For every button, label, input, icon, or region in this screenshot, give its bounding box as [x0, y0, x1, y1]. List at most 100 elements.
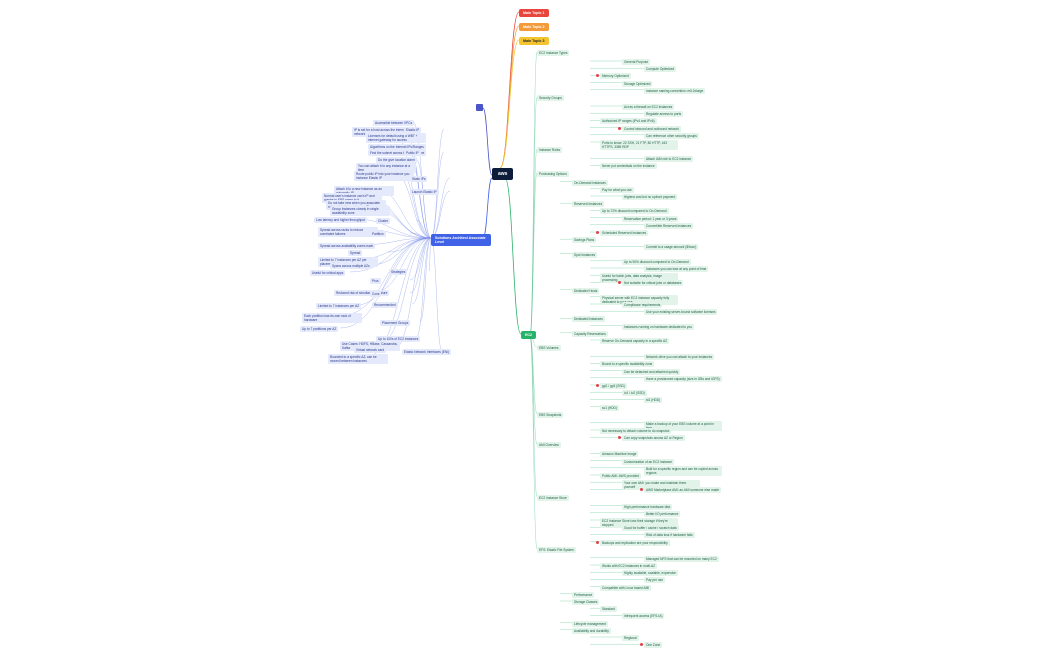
collapsed-topic-square[interactable]: [476, 104, 483, 111]
right-leaf-node[interactable]: One Zone: [644, 642, 663, 649]
left-leaf-node[interactable]: Route public IP into your instance you i…: [354, 171, 414, 181]
right-leaf-node[interactable]: Up to 72% discount compared to On-Demand: [600, 208, 669, 215]
central-node[interactable]: aws: [492, 168, 514, 180]
right-branch-node[interactable]: Savings Plans: [572, 237, 597, 244]
right-leaf-node[interactable]: Control inbound and outbound network: [622, 125, 681, 132]
right-section-node[interactable]: EFS: Elastic File System: [537, 546, 576, 553]
right-leaf-node[interactable]: Not necessary to detach volume to do sna…: [600, 428, 672, 434]
left-leaf-node[interactable]: Spread across availability zones each: [318, 243, 376, 249]
right-leaf-node[interactable]: Can be detached and attached quickly: [622, 368, 681, 375]
right-leaf-node[interactable]: Instances running on hardware dedicated …: [622, 323, 695, 330]
right-branch-node[interactable]: Spot Instances: [572, 251, 598, 258]
right-branch-node[interactable]: Lifecycle management: [572, 620, 608, 627]
right-leaf-node[interactable]: Network drive you can attach to your ins…: [644, 354, 715, 361]
left-leaf-node[interactable]: Algorithms on the Internet IPs/Ranges: [368, 144, 426, 150]
right-section-node[interactable]: EC2 Instance Types: [537, 50, 570, 56]
left-leaf-node[interactable]: Useful for critical apps: [310, 270, 346, 276]
left-leaf-node[interactable]: Each partition has its own rack of hardw…: [302, 313, 362, 323]
right-leaf-node[interactable]: Ports to know: 22 SSH, 21 FTP, 80 HTTP, …: [600, 140, 678, 150]
left-leaf-node[interactable]: Up to 7 partitions per AZ: [300, 326, 339, 332]
left-branch-node[interactable]: Strategies: [389, 269, 408, 275]
right-leaf-node[interactable]: Pay for what you use: [600, 186, 634, 193]
left-leaf-node[interactable]: Low latency and higher throughput: [314, 217, 367, 223]
right-leaf-node[interactable]: Can reference other security groups: [644, 132, 699, 139]
right-branch-node[interactable]: Capacity Reservations: [572, 330, 608, 337]
right-leaf-node[interactable]: Storage Optimized: [622, 80, 653, 87]
right-leaf-node[interactable]: Your own AMI: you make and maintain them…: [622, 480, 700, 491]
right-main-node[interactable]: EC2: [521, 331, 536, 339]
left-leaf-node[interactable]: Use Cases: HDFS, HBase, Cassandra, Kafka: [340, 341, 400, 351]
right-branch-node[interactable]: Performance: [572, 591, 595, 598]
right-leaf-node[interactable]: Pay per use: [644, 577, 666, 584]
right-leaf-node[interactable]: Compute Optimized: [644, 66, 677, 73]
left-branch-node[interactable]: Cluster: [376, 218, 391, 224]
right-leaf-node[interactable]: AWS Marketplace AMI: an AMI someone else…: [644, 487, 722, 494]
left-branch-node[interactable]: Recommended: [372, 302, 398, 308]
left-branch-node[interactable]: Static IPs: [410, 176, 428, 182]
right-branch-node[interactable]: Reserved Instances: [572, 201, 605, 208]
right-leaf-node[interactable]: Use your existing server-bound software …: [644, 309, 718, 316]
left-branch-node[interactable]: Spread: [348, 250, 363, 256]
right-leaf-node[interactable]: Reservation period: 1 year or 3 years: [622, 215, 679, 222]
right-leaf-node[interactable]: Act as a firewall on EC2 instances: [622, 104, 675, 110]
left-leaf-node[interactable]: Spans across multiple AZs: [330, 263, 372, 269]
right-leaf-node[interactable]: Good for buffer / cache / scratch data: [622, 525, 679, 532]
left-branch-node[interactable]: Placement Groups: [380, 320, 411, 326]
right-leaf-node[interactable]: Make a backup of your EBS volume at a po…: [644, 420, 722, 431]
right-leaf-node[interactable]: Better I/O performance: [644, 510, 681, 517]
right-leaf-node[interactable]: Never put credentials on the instance: [600, 163, 657, 170]
right-leaf-node[interactable]: Attach IAM role to EC2 instance: [644, 156, 694, 163]
right-leaf-node[interactable]: High-performance hardware disk: [622, 503, 673, 510]
left-leaf-node[interactable]: You can attach it to any instance at a t…: [356, 163, 416, 173]
right-leaf-node[interactable]: Works with EC2 instances in multi-AZ: [600, 563, 658, 569]
right-section-node[interactable]: EC2 Instance Store: [537, 494, 569, 501]
right-section-node[interactable]: EBS Snapshots: [537, 411, 564, 418]
right-leaf-node[interactable]: Physical server with EC2 instance capaci…: [600, 294, 678, 305]
right-leaf-node[interactable]: gp2 / gp3 (SSD): [600, 383, 627, 389]
right-leaf-node[interactable]: Reserve On-Demand capacity in a specific…: [600, 338, 670, 344]
right-section-node[interactable]: AMI Overview: [537, 442, 561, 449]
left-branch-node[interactable]: Pros: [370, 278, 381, 284]
left-branch-node[interactable]: Partition: [370, 231, 386, 237]
right-leaf-node[interactable]: Memory Optimized: [600, 73, 631, 80]
left-leaf-node[interactable]: Spread across racks to reduce correlated…: [318, 227, 378, 237]
right-leaf-node[interactable]: io1 / io2 (SSD): [622, 390, 647, 397]
right-leaf-node[interactable]: Commit to a usage amount ($/hour): [644, 244, 699, 251]
right-leaf-node[interactable]: EC2 Instance Store lose their storage if…: [600, 518, 678, 528]
right-leaf-node[interactable]: Risk of data loss if hardware fails: [644, 532, 695, 539]
right-section-node[interactable]: Instance Roles: [537, 147, 563, 154]
right-branch-node[interactable]: On-Demand Instances: [572, 179, 608, 186]
main-topic-2[interactable]: Main Topic 2: [519, 23, 549, 31]
right-leaf-node[interactable]: st1 (HDD): [644, 397, 663, 404]
right-leaf-node[interactable]: sc1 (HDD): [600, 404, 619, 411]
right-leaf-node[interactable]: Highest cost but no upfront payment: [622, 194, 678, 200]
right-leaf-node[interactable]: Authorized IP ranges (IPv4 and IPv6): [600, 118, 657, 125]
left-leaf-node[interactable]: Reduced risk of simultaneous failure: [334, 290, 390, 296]
right-leaf-node[interactable]: Instances you can lose at any point of t…: [644, 266, 709, 272]
right-branch-node[interactable]: Storage Classes: [572, 599, 600, 605]
left-leaf-node[interactable]: Do the give location alarm: [376, 157, 417, 163]
right-leaf-node[interactable]: Up to 90% discount compared to On-Demand: [622, 258, 691, 265]
right-leaf-node[interactable]: Standard: [600, 606, 617, 613]
right-leaf-node[interactable]: Compliance requirements: [622, 302, 663, 308]
left-leaf-node[interactable]: Virtual network card: [354, 347, 387, 353]
right-leaf-node[interactable]: Managed NFS that can be mounted on many …: [644, 555, 719, 562]
right-section-node[interactable]: Security Groups: [537, 95, 564, 101]
right-leaf-node[interactable]: Customization of an EC2 instance: [622, 458, 675, 465]
right-leaf-node[interactable]: Instance naming convention: m5.2xlarge: [644, 87, 706, 94]
right-leaf-node[interactable]: Public AMI: AWS provided: [600, 473, 641, 479]
left-main-node[interactable]: Solutions Architect Associate Level: [431, 234, 491, 246]
right-leaf-node[interactable]: Regulate access to ports: [644, 111, 684, 118]
right-leaf-node[interactable]: Bound to a specific availability zone: [600, 361, 655, 368]
left-branch-node[interactable]: Elastic Network Interfaces (ENI): [402, 349, 452, 355]
left-leaf-node[interactable]: Limited to 7 instances per AZ: [316, 303, 362, 309]
left-branch-node[interactable]: Cons: [370, 291, 382, 297]
left-leaf-node[interactable]: Licenses for default using a WBT + inter…: [366, 133, 426, 143]
left-branch-node[interactable]: Launch Elastic IP: [410, 189, 439, 195]
right-leaf-node[interactable]: Not suitable for critical jobs or databa…: [622, 280, 684, 287]
left-branch-node[interactable]: Public IP: [404, 150, 421, 156]
right-leaf-node[interactable]: Backups and replication are your respons…: [600, 539, 670, 546]
main-topic-1[interactable]: Main Topic 1: [519, 9, 549, 17]
right-leaf-node[interactable]: Useful for batch jobs, data analysis, im…: [600, 273, 678, 284]
right-leaf-node[interactable]: Compatible with Linux based AMI: [600, 584, 652, 591]
